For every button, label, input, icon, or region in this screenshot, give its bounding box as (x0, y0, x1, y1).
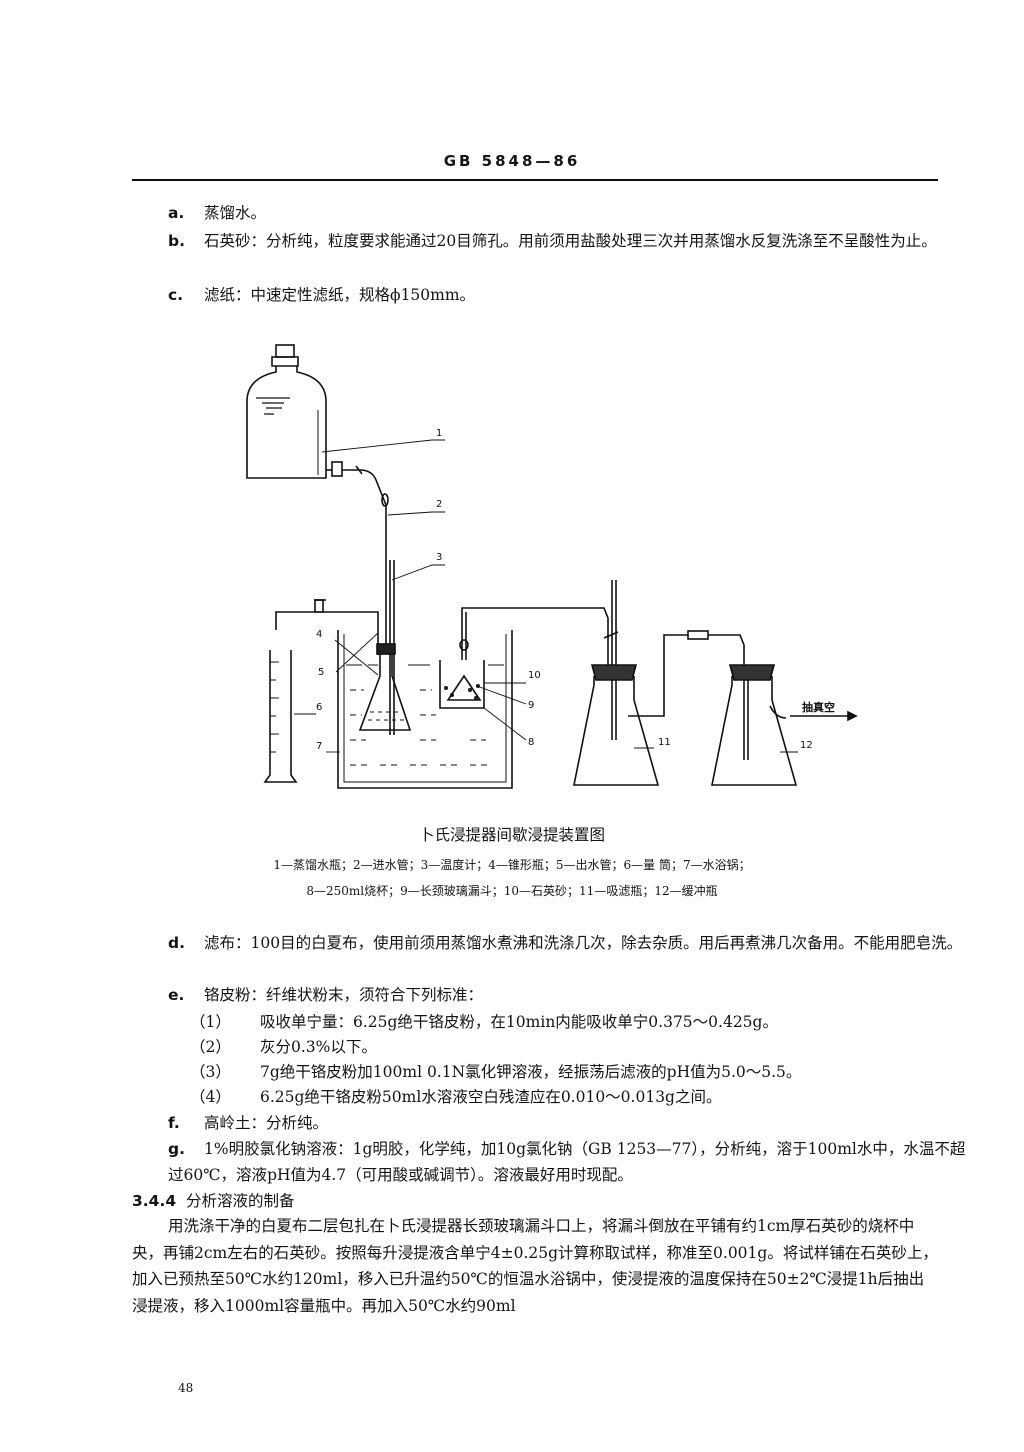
item-c: c. 滤纸：中速定性滤纸，规格ϕ150mm。 (132, 282, 974, 308)
item-text: 石英砂：分析纯，粒度要求能通过20目筛孔。用前须用盐酸处理三次并用蒸馏水反复洗涤… (204, 232, 937, 250)
conical-flask (358, 643, 412, 731)
sub-item-number: （1） (190, 1013, 231, 1031)
callout-9: 9 (528, 700, 534, 711)
item-label: c. (168, 286, 184, 304)
figure-legend-line-1: 1—蒸馏水瓶；2—进水管；3—温度计；4—锥形瓶；5—出水管；6—量 筒；7—水… (273, 858, 751, 872)
item-text: 滤布：100目的白夏布，使用前须用蒸馏水煮沸和洗涤几次，除去杂质。用后再煮沸几次… (204, 934, 963, 952)
vacuum-label: 抽真空 (802, 700, 835, 714)
callout-6: 6 (316, 702, 322, 713)
beaker-assembly (439, 612, 485, 709)
sub-item-number: （2） (190, 1038, 231, 1056)
item-text: 高岭土：分析纯。 (204, 1114, 329, 1132)
item-text: 滤纸：中速定性滤纸，规格ϕ150mm。 (204, 286, 476, 304)
item-text: 蒸馏水。 (204, 204, 267, 222)
sub-item-text: 7g绝干铬皮粉加100ml 0.1N氯化钾溶液，经振荡后滤液的pH值为5.0～5… (260, 1063, 802, 1081)
callout-7: 7 (316, 741, 322, 752)
callout-12: 12 (800, 740, 813, 751)
figure-legend-line-2: 8—250ml烧杯；9—长颈玻璃漏斗；10—石英砂；11—吸滤瓶；12—缓冲瓶 (306, 884, 718, 898)
header-rule (132, 179, 938, 181)
item-a: a. 蒸馏水。 (132, 200, 974, 226)
e-sub-item-4: （4） 6.25g绝干铬皮粉50ml水溶液空白残渣应在0.010～0.013g之间… (190, 1085, 721, 1110)
item-d: d. 滤布：100目的白夏布，使用前须用蒸馏水煮沸和洗涤几次，除去杂质。用后再煮沸… (132, 930, 974, 956)
section-body: 用洗涤干净的白夏布二层包扎在卜氏浸提器长颈玻璃漏斗口上，将漏斗倒放在平铺有约1c… (132, 1217, 938, 1315)
sub-item-text: 灰分0.3%以下。 (260, 1038, 377, 1056)
water-bath (337, 630, 513, 789)
callout-5: 5 (318, 667, 324, 678)
standard-number: GB 5848—86 (443, 152, 581, 170)
section-heading: 3.4.4 分析溶液的制备 (132, 1188, 938, 1214)
figure-title: 卜氏浸提器间歇浸提装置图 (418, 826, 605, 844)
sub-item-number: （3） (190, 1063, 231, 1081)
connecting-tube (461, 607, 609, 665)
section-number: 3.4.4 (132, 1192, 177, 1210)
sub-item-text: 6.25g绝干铬皮粉50ml水溶液空白残渣应在0.010～0.013g之间。 (260, 1088, 722, 1106)
callout-1: 1 (436, 428, 442, 439)
item-label: b. (168, 232, 185, 250)
graduated-cylinder (263, 650, 298, 783)
item-label: e. (168, 986, 185, 1004)
page-number: 48 (178, 1381, 194, 1395)
e-sub-item-3: （3） 7g绝干铬皮粉加100ml 0.1N氯化钾溶液，经振荡后滤液的pH值为5.… (190, 1060, 801, 1085)
callout-2: 2 (436, 499, 442, 510)
sub-item-number: （4） (190, 1088, 231, 1106)
callout-10: 10 (528, 670, 541, 681)
item-e: e. 铬皮粉：纤维状粉末，须符合下列标准： (132, 982, 974, 1008)
inlet-pipe (326, 461, 389, 650)
callout-3: 3 (436, 552, 442, 563)
e-sub-item-1: （1） 吸收单宁量：6.25g绝干铬皮粉，在10min内能吸收单宁0.375～0.… (190, 1010, 778, 1035)
item-label: a. (168, 204, 185, 222)
item-b: b. 石英砂：分析纯，粒度要求能通过20目筛孔。用前须用盐酸处理三次并用蒸馏水反复… (132, 228, 974, 254)
section-title: 分析溶液的制备 (186, 1192, 295, 1210)
rubber-tubing (650, 634, 745, 717)
buffer-flask (711, 664, 798, 786)
callout-4: 4 (316, 629, 322, 640)
callout-11: 11 (658, 737, 671, 748)
item-text: 铬皮粉：纤维状粉末，须符合下列标准： (204, 986, 484, 1004)
item-f: f. 高岭土：分析纯。 (132, 1110, 974, 1136)
item-label: d. (168, 934, 185, 952)
item-text: 1%明胶氯化钠溶液：1g明胶，化学纯，加10g氯化钠（GB 1253—77），分… (168, 1140, 966, 1184)
item-label: f. (168, 1114, 180, 1132)
item-label: g. (168, 1140, 185, 1158)
callout-8: 8 (528, 737, 534, 748)
distilled-water-bottle (246, 344, 327, 479)
suction-flask (573, 580, 660, 786)
sub-item-text: 吸收单宁量：6.25g绝干铬皮粉，在10min内能吸收单宁0.375～0.425… (260, 1013, 778, 1031)
item-g: g.1%明胶氯化钠溶液：1g明胶，化学纯，加10g氯化钠（GB 1253—77）… (132, 1136, 974, 1188)
e-sub-item-2: （2） 灰分0.3%以下。 (190, 1035, 377, 1060)
